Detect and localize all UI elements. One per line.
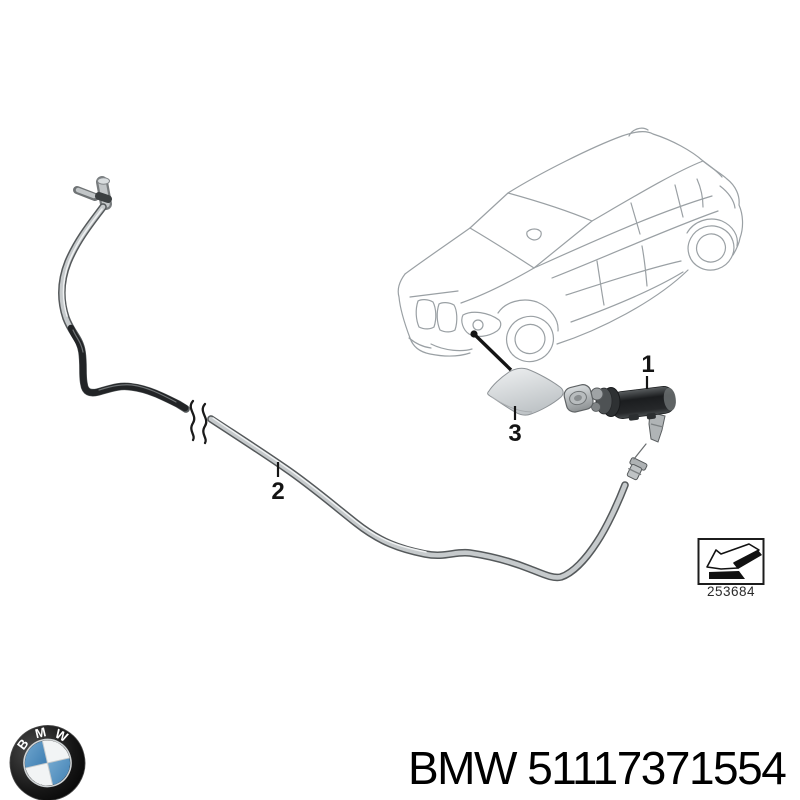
hose-lower-highlight	[212, 417, 427, 553]
car-taillight-line	[719, 185, 736, 209]
car-roofline	[469, 130, 728, 229]
car-rear-hatch	[726, 178, 744, 256]
car-c-pillar	[674, 184, 684, 218]
callout-label-2: 2	[271, 478, 285, 505]
callout-label-1: 1	[641, 351, 655, 378]
thumbnail-box	[697, 538, 765, 585]
car-beltline	[533, 195, 713, 269]
car-front-lower-line	[408, 337, 432, 349]
part-number-title: BMW 51117371554	[408, 742, 787, 794]
car-window-top-rail	[591, 160, 704, 222]
spigot-ridge	[650, 423, 664, 428]
grille-kidney-left	[415, 299, 437, 330]
car-mirror	[526, 228, 542, 241]
corner-arrow-icon	[706, 543, 762, 579]
roundel-quadrant-blue-tl	[25, 741, 48, 769]
hose-dark-section	[67, 324, 189, 412]
hose-lower-core	[208, 416, 628, 580]
car-rocker-line	[565, 260, 682, 296]
car-shoulder-crease	[551, 210, 719, 279]
callout-lines	[276, 330, 649, 477]
hose-break-mark	[201, 402, 208, 445]
car-lower-sill	[570, 271, 684, 323]
nozzle-spigot	[648, 411, 666, 443]
hose-end-connector	[626, 457, 648, 481]
front-wheel	[505, 315, 555, 363]
roundel-quadrant-blue-br	[47, 757, 70, 785]
hose-dark-highlight	[72, 329, 177, 403]
connector-link-line	[633, 443, 647, 460]
car-headlight	[461, 311, 502, 337]
headlight-washer-port	[472, 319, 484, 331]
car-cowl-line	[460, 267, 535, 304]
leader-line-cap	[472, 332, 513, 372]
car-spoiler-line	[702, 160, 723, 178]
car-hood-edge	[404, 227, 471, 275]
hose-upper-highlight	[62, 208, 103, 317]
car-front-bumper	[397, 273, 471, 357]
roundel-quadrant-white-tr	[42, 740, 70, 763]
washer-hose-part2	[57, 176, 648, 582]
car-quarter-window-edge	[696, 178, 704, 208]
nozzle-mount-tab	[628, 413, 639, 421]
car-sill-line	[556, 269, 689, 345]
nozzle-barrel-endcap	[663, 387, 676, 411]
nozzle-jet	[574, 394, 582, 402]
hose-break-mark	[189, 399, 196, 442]
car-windshield	[469, 192, 593, 269]
car-grille-top	[409, 290, 459, 298]
grille-kidney-right	[436, 302, 458, 333]
bmw-roundel-logo: B M W	[9, 724, 86, 800]
logo-letter-m: M	[34, 724, 48, 741]
car-front-intake	[430, 343, 473, 352]
washer-cover-cap-part3	[487, 367, 564, 416]
cover-cap-edge-line	[491, 396, 533, 413]
car-rear-door-cut	[641, 245, 648, 287]
hose-top-fitting	[73, 176, 112, 210]
rear-wheel	[687, 225, 735, 271]
car-front-door-cut	[596, 260, 605, 306]
roundel-quadrant-white-bl	[25, 763, 53, 786]
thumbnail-code: 253684	[706, 584, 756, 599]
rear-wheel-arch	[686, 218, 738, 247]
car-outline-drawing	[397, 127, 744, 363]
nozzle-mount-tab	[646, 412, 656, 420]
callout-label-3: 3	[508, 420, 522, 447]
front-wheel-arch	[497, 299, 559, 332]
washer-nozzle-part1	[563, 384, 676, 443]
car-b-pillar	[630, 202, 641, 235]
car-antenna-fin	[628, 127, 649, 137]
